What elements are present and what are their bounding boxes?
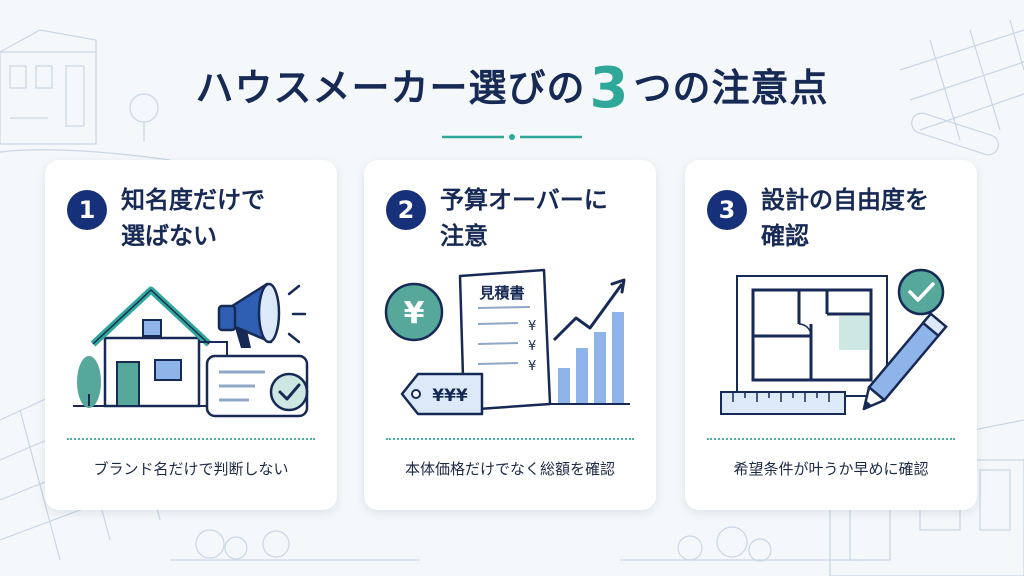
tip-card-2: 2 予算オーバーに 注意 ¥ 見積書 ¥ ¥ ¥ ¥¥¥ (364, 160, 656, 510)
card-caption: 希望条件が叶うか早めに確認 (733, 460, 929, 478)
coin-yen-symbol: ¥ (404, 296, 425, 331)
card-heading-line: 注意 (440, 222, 488, 250)
tip-card-3: 3 設計の自由度を 確認 (685, 160, 977, 510)
yen-mark: ¥ (528, 339, 536, 354)
bush-icon (77, 356, 101, 408)
house-icon (90, 286, 228, 408)
title-suffix: つの注意点 (633, 66, 829, 110)
pencil-icon (862, 311, 948, 411)
tip-card-1: 1 知名度だけで 選ばない (45, 160, 337, 510)
dotted-divider (67, 438, 315, 440)
estimate-price-chart-icon: ¥ 見積書 ¥ ¥ ¥ ¥¥¥ (384, 268, 630, 416)
check-circle-icon (269, 372, 309, 412)
building-sketch-icon (0, 29, 97, 145)
tree-sketch-icon (195, 526, 772, 562)
floorplan-pencil-check-icon (720, 268, 948, 415)
card-caption: 本体価格だけでなく総額を確認 (404, 460, 615, 478)
price-tag-text: ¥¥¥ (432, 386, 468, 406)
card-heading: 設計の自由度を 確認 (761, 182, 967, 254)
dotted-divider (707, 438, 955, 440)
yen-coin-icon: ¥ (384, 282, 444, 342)
title-underline (442, 134, 582, 140)
blueprint-grid-sketch (899, 19, 1024, 141)
floor-plan-icon (736, 275, 888, 397)
title-prefix: ハウスメーカー選びの (195, 66, 586, 110)
yen-mark: ¥ (528, 359, 536, 374)
card-heading-line: 設計の自由度を (761, 186, 929, 214)
number-badge: 2 (386, 190, 426, 230)
dotted-divider (386, 438, 634, 440)
check-circle-icon (897, 268, 945, 316)
megaphone-icon (217, 282, 307, 348)
card-caption: ブランド名だけで判断しない (93, 460, 289, 478)
price-tag-icon: ¥¥¥ (400, 372, 484, 416)
card-heading-line: 知名度だけで (121, 186, 265, 214)
card-heading-line: 確認 (761, 222, 809, 250)
card-heading-line: 予算オーバーに (440, 186, 608, 214)
title-number: 3 (589, 56, 630, 121)
rising-bar-chart-icon (550, 278, 630, 405)
house-megaphone-check-icon (73, 282, 309, 418)
yen-mark: ¥ (528, 319, 536, 334)
card-heading: 知名度だけで 選ばない (121, 182, 327, 254)
estimate-title: 見積書 (478, 284, 524, 302)
ruler-icon (720, 391, 846, 415)
rolled-blueprint-icon (911, 112, 999, 156)
card-heading-line: 選ばない (121, 222, 217, 250)
card-heading: 予算オーバーに 注意 (440, 182, 646, 254)
number-badge: 1 (67, 190, 107, 230)
number-badge: 3 (707, 190, 747, 230)
